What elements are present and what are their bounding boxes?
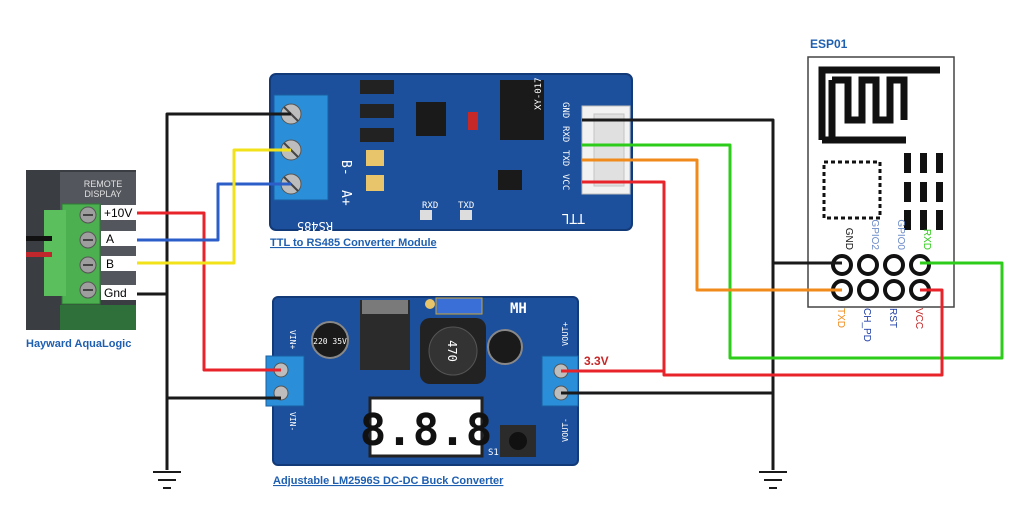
buck-trimpot-screw: [425, 299, 435, 309]
aqualogic-terminal-plus10v: +10V: [104, 206, 132, 220]
ground-symbol-right: [759, 471, 787, 489]
buck-inductor-label: 470: [445, 340, 459, 362]
esp01-antenna: [818, 66, 940, 144]
aqualogic-label-bg-2: [101, 231, 137, 246]
esp01-pin-gpio0: [883, 254, 905, 276]
wires: [137, 112, 1004, 470]
rs485-label-a-plus: A+: [338, 190, 353, 206]
rs485-txd-silk: TXD: [458, 201, 474, 211]
wire-red-vcc: [582, 180, 944, 377]
esp01-pin-rst: [883, 279, 905, 301]
buck-mh-silk: MH: [510, 301, 527, 317]
esp01-label-gnd: GND: [843, 228, 854, 250]
esp01-label-txd: TXD: [835, 308, 846, 328]
rs485-label-b-minus: B-: [338, 160, 353, 176]
rs485-rxd-silk: RXD: [422, 201, 438, 211]
rs485-rxd-led: [420, 210, 432, 220]
rs485-caption: TTL to RS485 Converter Module: [270, 237, 437, 249]
rs485-component-1: [360, 80, 394, 94]
esp01-pin-gnd: [831, 254, 853, 276]
rs485-component-2: [360, 104, 394, 118]
aqualogic-label-bg-4: [101, 285, 137, 300]
wire-blue-a: [137, 182, 291, 242]
rs485-pin-gnd: GND: [560, 102, 570, 118]
buck-7seg-display: [368, 396, 484, 458]
rs485-txd-led: [460, 210, 472, 220]
aqualogic-caption: Hayward AquaLogic: [26, 338, 131, 350]
buck-cap-label-in: 220 35V: [313, 337, 347, 346]
esp01-label-chpd: CH_PD: [861, 308, 872, 342]
esp01-pin-chpd: [857, 279, 879, 301]
aqualogic-terminal-plug: [44, 210, 66, 296]
buck-trimpot: [435, 297, 483, 315]
aqualogic-label-bg-1: [101, 205, 137, 220]
rs485-chip-u1: [416, 102, 446, 136]
aqualogic-lower-block: [60, 305, 136, 330]
wire-black-rs485-gnd: [165, 112, 291, 470]
rs485-header-inner: [593, 113, 625, 187]
aqualogic-label-bg-3: [101, 256, 137, 271]
wire-green-rxd: [582, 143, 1004, 360]
rs485-component-3: [360, 128, 394, 142]
rs485-regulator: [498, 170, 522, 190]
rs485-board-label: RS485: [297, 219, 333, 233]
buck-capacitor-out: [487, 329, 523, 365]
buck-vin-minus-silk: VIN-: [288, 412, 297, 431]
aqualogic-terminal-a: A: [106, 232, 114, 246]
wire-orange-txd: [582, 158, 842, 292]
esp01-label-vcc: VCC: [913, 308, 924, 329]
buck-capacitor-in: [311, 321, 349, 359]
rs485-led: [468, 112, 478, 130]
buck-vout-minus-silk: VOUT-: [561, 418, 570, 442]
aqualogic-red-cable: [26, 252, 52, 257]
rs485-pin-txd: TXD: [560, 150, 570, 166]
esp01-label-gpio0: GPIO0: [895, 219, 906, 250]
rs485-chip-label: XY-017: [534, 77, 544, 110]
rs485-module: B- A+ RS485 XY-017 RXD TXD TTL GND RXD T…: [269, 73, 633, 233]
buck-module: 220 35V 470 MH 8.8.8 S1 VIN+ VIN- VOUT+ …: [265, 296, 579, 466]
esp01-caption: ESP01: [810, 37, 848, 51]
aqualogic-terminal-b: B: [106, 257, 114, 271]
rs485-capacitor-1: [366, 150, 384, 166]
wire-black-ttl-gnd: [582, 118, 775, 470]
esp01-label-rst: RST: [887, 308, 898, 328]
aqualogic-panel-text-1: REMOTE: [84, 179, 123, 189]
buck-caption: Adjustable LM2596S DC-DC Buck Converter: [273, 475, 504, 487]
rs485-ttl-silk: TTL: [561, 210, 585, 225]
buck-vout-plus-silk: VOUT+: [561, 322, 570, 346]
buck-inductor-core: [428, 326, 478, 376]
buck-vin-plus-silk: VIN+: [288, 330, 297, 349]
aqualogic-black-cable: [26, 236, 52, 241]
aqualogic-terminal-gnd: Gnd: [104, 286, 127, 300]
buck-s1-silk: S1: [488, 448, 499, 458]
esp01-module: GND GPIO2 GPIO0 RXD: [807, 56, 955, 308]
wire-yellow-b: [137, 148, 291, 265]
esp01-pin-gpio2: [857, 254, 879, 276]
aqualogic-panel-text-2: DISPLAY: [84, 189, 121, 199]
buck-regulator-tab: [362, 300, 408, 314]
esp01-label-gpio2: GPIO2: [869, 219, 880, 250]
rs485-chip-xy017: [500, 80, 544, 140]
esp01-chip: [822, 160, 882, 220]
rs485-pin-rxd: RXD: [560, 126, 570, 142]
buck-display-digits: 8.8.8: [360, 405, 492, 456]
wire-red-10v: [137, 211, 281, 372]
esp01-pin-rxd: [909, 254, 931, 276]
buck-button-cap: [509, 432, 527, 450]
aqualogic-panel: REMOTE DISPLAY +10V A B Gnd: [26, 170, 137, 330]
esp01-label-rxd: RXD: [921, 229, 932, 250]
rs485-capacitor-2: [366, 175, 384, 191]
buck-output-voltage: 3.3V: [584, 354, 609, 368]
rs485-pin-vcc: VCC: [560, 174, 570, 190]
ground-symbol-left: [153, 471, 181, 489]
